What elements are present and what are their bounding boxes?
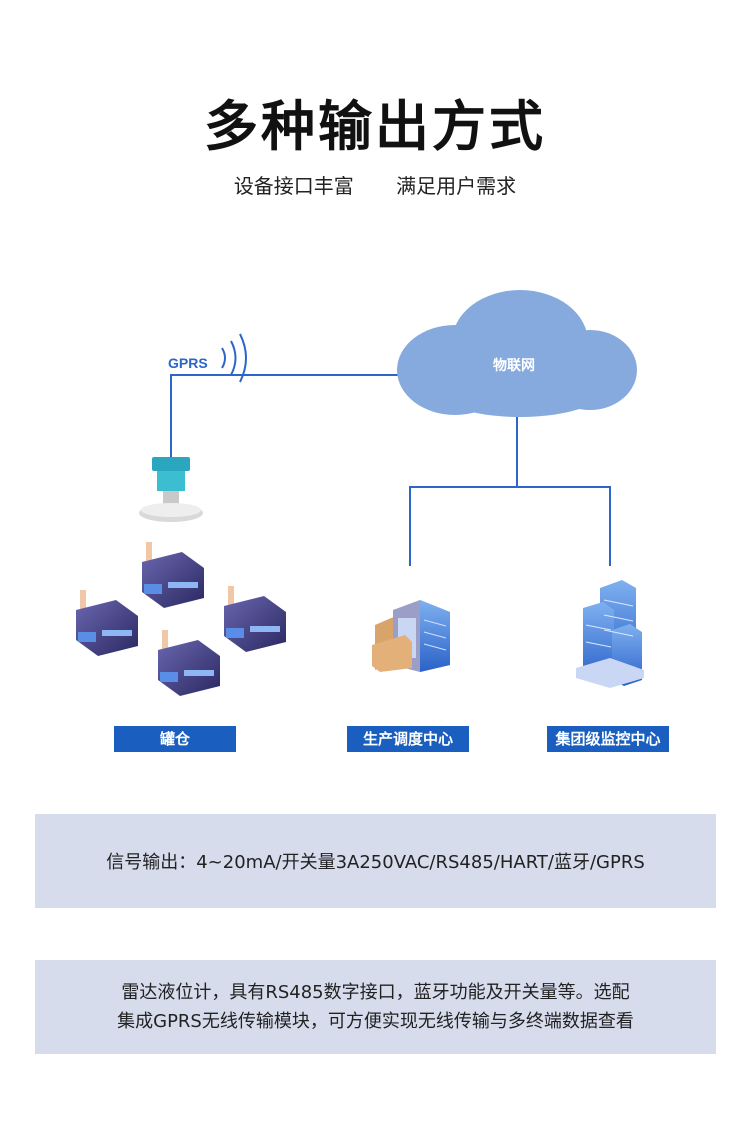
subtitle-right: 满足用户需求 — [396, 174, 517, 198]
group-monitoring-center-building-icon — [576, 580, 644, 688]
cloud-icon — [397, 290, 637, 417]
node-label-monitoring-center: 集团级监控中心 — [547, 726, 669, 752]
node-label-dispatch-center: 生产调度中心 — [347, 726, 469, 752]
signal-output-text: 信号输出：4~20mA/开关量3A250VAC/RS485/HART/蓝牙/GP… — [106, 852, 645, 873]
description-line-2: 集成GPRS无线传输模块，可方便实现无线传输与多终端数据查看 — [117, 1011, 634, 1032]
page-title: 多种输出方式 — [204, 95, 546, 158]
wifi-signal-icon — [221, 333, 247, 383]
subtitle-left: 设备接口丰富 — [233, 174, 354, 198]
cloud-label: 物联网 — [493, 357, 535, 373]
description-panel: 雷达液位计，具有RS485数字接口，蓝牙功能及开关量等。选配 集成GPRS无线传… — [35, 960, 716, 1054]
branch-line — [409, 486, 611, 566]
gprs-label: GPRS — [168, 355, 208, 371]
radar-level-meter-icon — [139, 457, 203, 522]
node-label-tank: 罐仓 — [114, 726, 236, 752]
dispatch-center-building-icon — [372, 600, 450, 672]
network-diagram: GPRS 物联网 — [76, 290, 644, 696]
signal-output-panel: 信号输出：4~20mA/开关量3A250VAC/RS485/HART/蓝牙/GP… — [35, 814, 716, 908]
connection-lines — [170, 374, 611, 566]
gprs-link-line — [170, 374, 398, 458]
tank-buildings-icon — [76, 542, 286, 696]
description-line-1: 雷达液位计，具有RS485数字接口，蓝牙功能及开关量等。选配 — [121, 982, 630, 1003]
page-subtitle: 设备接口丰富 满足用户需求 — [0, 170, 750, 199]
